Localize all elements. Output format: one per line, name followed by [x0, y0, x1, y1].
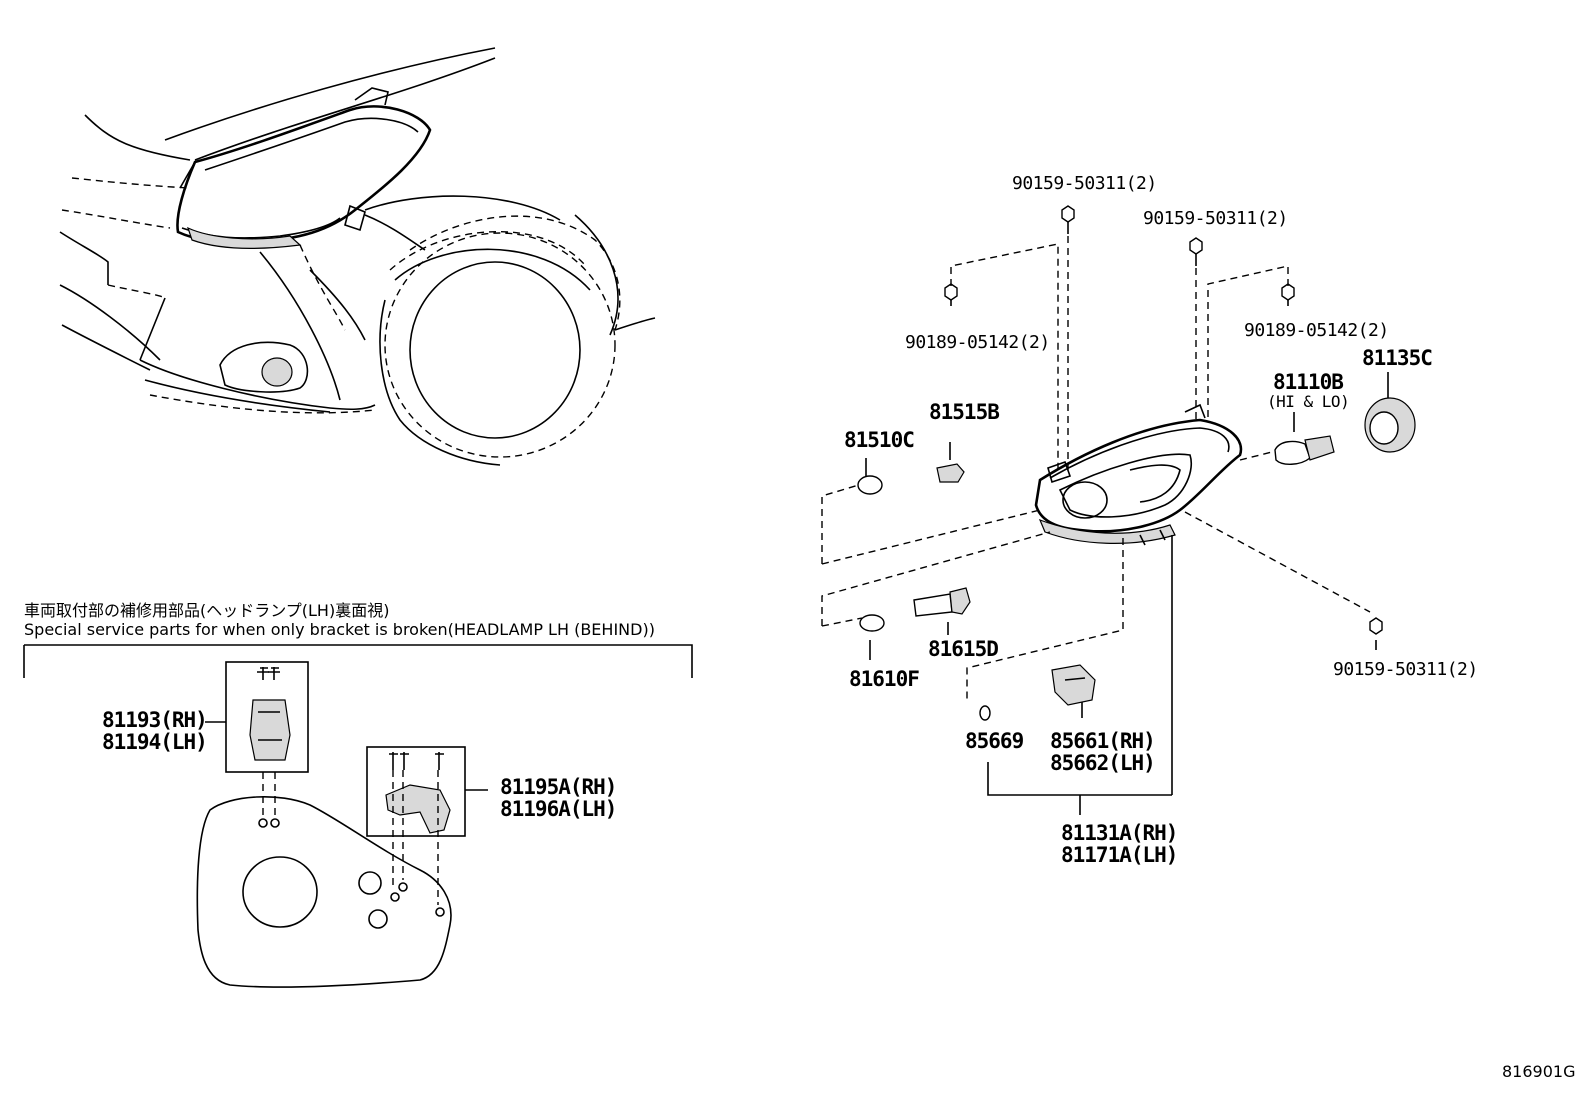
part-label-81615d: 81615D	[928, 637, 999, 661]
part-label-81195a-rh: 81195A(RH)	[500, 775, 617, 799]
part-label-81194-lh: 81194(LH)	[102, 730, 208, 754]
part-label-81196a-lh: 81196A(LH)	[500, 797, 617, 821]
part-label-81110b-note: (HI & LO)	[1267, 392, 1350, 411]
service-note-english: Special service parts for when only brac…	[24, 620, 655, 639]
part-label-90189-right: 90189-05142(2)	[1244, 320, 1389, 341]
part-label-90159-top-right: 90159-50311(2)	[1143, 208, 1288, 229]
part-label-81131a-rh: 81131A(RH)	[1061, 821, 1178, 845]
figure-id: 816901G	[1502, 1062, 1576, 1081]
headlamp-assembly	[821, 205, 1416, 815]
part-label-81610f: 81610F	[849, 667, 920, 691]
part-label-81110b: 81110B	[1273, 370, 1344, 394]
part-label-85662-lh: 85662(LH)	[1050, 751, 1156, 775]
part-label-90159-top-left: 90159-50311(2)	[1012, 173, 1157, 194]
part-label-81135c: 81135C	[1362, 346, 1433, 370]
service-parts-box	[23, 644, 693, 988]
part-label-81510c: 81510C	[844, 428, 915, 452]
part-label-85661-rh: 85661(RH)	[1050, 729, 1156, 753]
part-label-81515b: 81515B	[929, 400, 1000, 424]
part-label-85669: 85669	[965, 729, 1024, 753]
part-label-81193-rh: 81193(RH)	[102, 708, 208, 732]
part-label-90159-bottom-right: 90159-50311(2)	[1333, 659, 1478, 680]
service-note-japanese: 車両取付部の補修用部品(ヘッドランプ(LH)裏面視)	[24, 601, 390, 620]
part-label-81171a-lh: 81171A(LH)	[1061, 843, 1178, 867]
part-label-90189-left: 90189-05142(2)	[905, 332, 1050, 353]
vehicle-front-illustration	[59, 47, 656, 466]
